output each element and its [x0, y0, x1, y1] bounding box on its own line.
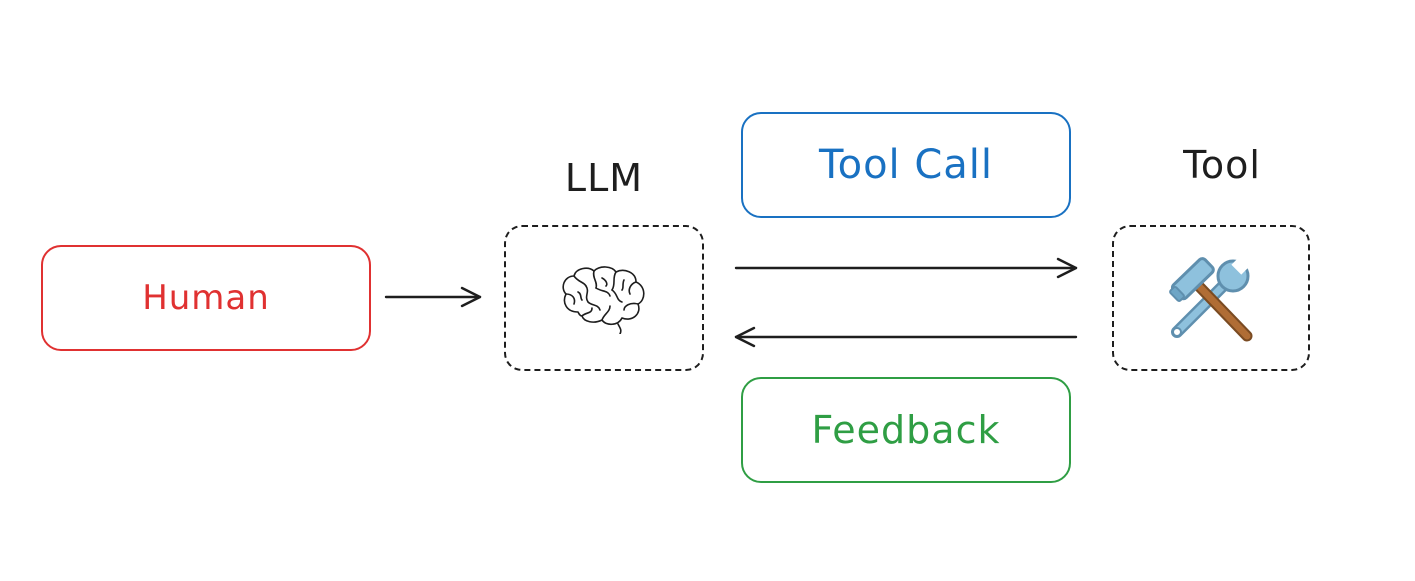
llm-title: LLM [564, 156, 644, 200]
tool-call-label: Tool Call [818, 142, 994, 188]
hammer-and-wrench-icon [1169, 253, 1253, 342]
feedback-label: Feedback [811, 408, 1001, 452]
human-to-llm-arrow [384, 286, 482, 308]
tool-to-llm-arrow [734, 326, 1078, 348]
llm-node [504, 225, 704, 371]
tool-title: Tool [1183, 143, 1261, 187]
tool-node [1112, 225, 1310, 371]
llm-to-tool-arrow [734, 257, 1078, 279]
human-node: Human [41, 245, 371, 351]
tool-call-node: Tool Call [741, 112, 1071, 218]
brain-icon [562, 266, 645, 334]
feedback-node: Feedback [741, 377, 1071, 483]
human-label: Human [142, 278, 270, 318]
